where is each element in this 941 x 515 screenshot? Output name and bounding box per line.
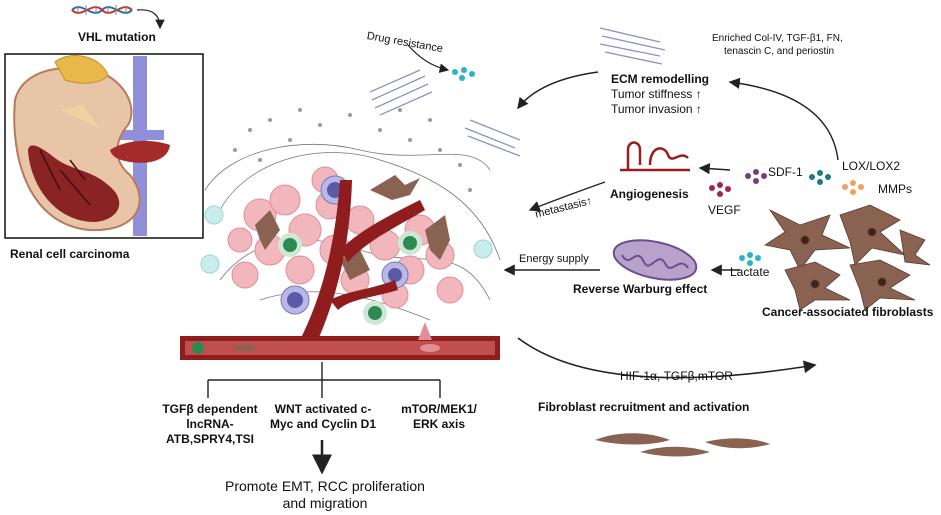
energy-supply-label: Energy supply (519, 253, 589, 265)
drug-resistance-arrow (407, 44, 450, 73)
wnt-line2: Myc and Cyclin D1 (269, 417, 377, 431)
ecm-enriched-line2: tenascin C, and periostin (724, 46, 835, 57)
caf-label: Cancer-associated fibroblasts (762, 305, 934, 319)
reverse-warburg-label: Reverse Warburg effect (573, 282, 708, 296)
hif-label: HIF-1α, TGFβ,mTOR (620, 369, 733, 383)
pathway-bracket (207, 362, 441, 398)
mtor-pathway-label: mTOR/MEK1/ ERK axis (394, 402, 484, 432)
arrow-angio-to-tumor (528, 181, 606, 212)
tumor-fibroblasts (255, 175, 450, 280)
blood-vessel (180, 180, 500, 360)
angiogenesis-icon (620, 141, 690, 172)
lactate-dots (739, 252, 761, 266)
tgfb-line1: TGFβ dependent (162, 402, 258, 416)
rcc-label: Renal cell carcinoma (10, 247, 130, 261)
sdf1-label: SDF-1 (768, 165, 803, 179)
vesicle-icons (200, 205, 493, 274)
ecm-remodelling-label: ECM remodelling (611, 72, 710, 86)
resting-fibroblasts (595, 433, 770, 457)
tumor-invasion-label: Tumor invasion ↑ (611, 102, 702, 116)
drug-dots (452, 67, 475, 81)
lox-label: LOX/LOX2 (842, 159, 901, 173)
green-nucleus-cells (278, 231, 422, 325)
arrow-ecm-to-tumor (517, 71, 599, 110)
outcome-line2: and migration (282, 495, 368, 511)
arrow-caf-to-ecm (728, 77, 839, 161)
ecm-enriched-line1: Enriched Col-IV, TGF-β1, FN, (712, 33, 843, 44)
mmp-dots (842, 180, 864, 195)
arrow-recruitment (517, 337, 817, 379)
arrow-vegf-to-angio (698, 163, 731, 175)
tgfb-line2: lncRNA- (186, 417, 234, 431)
particle-dots (233, 108, 472, 192)
dna-icon (71, 5, 133, 15)
tgfb-line3: ATB,SPRY4,TSI (165, 432, 254, 446)
vhl-mutation-label: VHL mutation (78, 30, 156, 44)
vegf-label: VEGF (708, 203, 741, 217)
angiogenesis-label: Angiogenesis (610, 187, 689, 201)
outcome-line1: Promote EMT, RCC proliferation (225, 478, 425, 494)
caf-cluster (763, 204, 931, 311)
mtor-line2: ERK axis (412, 417, 466, 431)
mtor-line1: mTOR/MEK1/ (401, 402, 477, 416)
tumor-stiffness-label: Tumor stiffness ↑ (611, 87, 702, 101)
vegf-dots (709, 182, 731, 197)
vhl-arrow (136, 9, 165, 30)
wnt-pathway-label: WNT activated c- Myc and Cyclin D1 (268, 402, 378, 432)
sdf1-dots (745, 169, 767, 184)
fibroblast-recruitment-label: Fibroblast recruitment and activation (538, 400, 750, 414)
drug-resistance-fibers (369, 27, 666, 157)
kidney-icon (13, 55, 170, 236)
tgfb-pathway-label: TGFβ dependent lncRNA- ATB,SPRY4,TSI (160, 402, 260, 447)
mitochondria-icon (612, 239, 698, 281)
mmps-label: MMPs (878, 182, 912, 196)
lactate-label: Lactate (730, 265, 770, 279)
outcome-label: Promote EMT, RCC proliferation and migra… (200, 478, 450, 512)
wnt-line1: WNT activated c- (274, 402, 372, 416)
lox-dots (809, 170, 831, 185)
